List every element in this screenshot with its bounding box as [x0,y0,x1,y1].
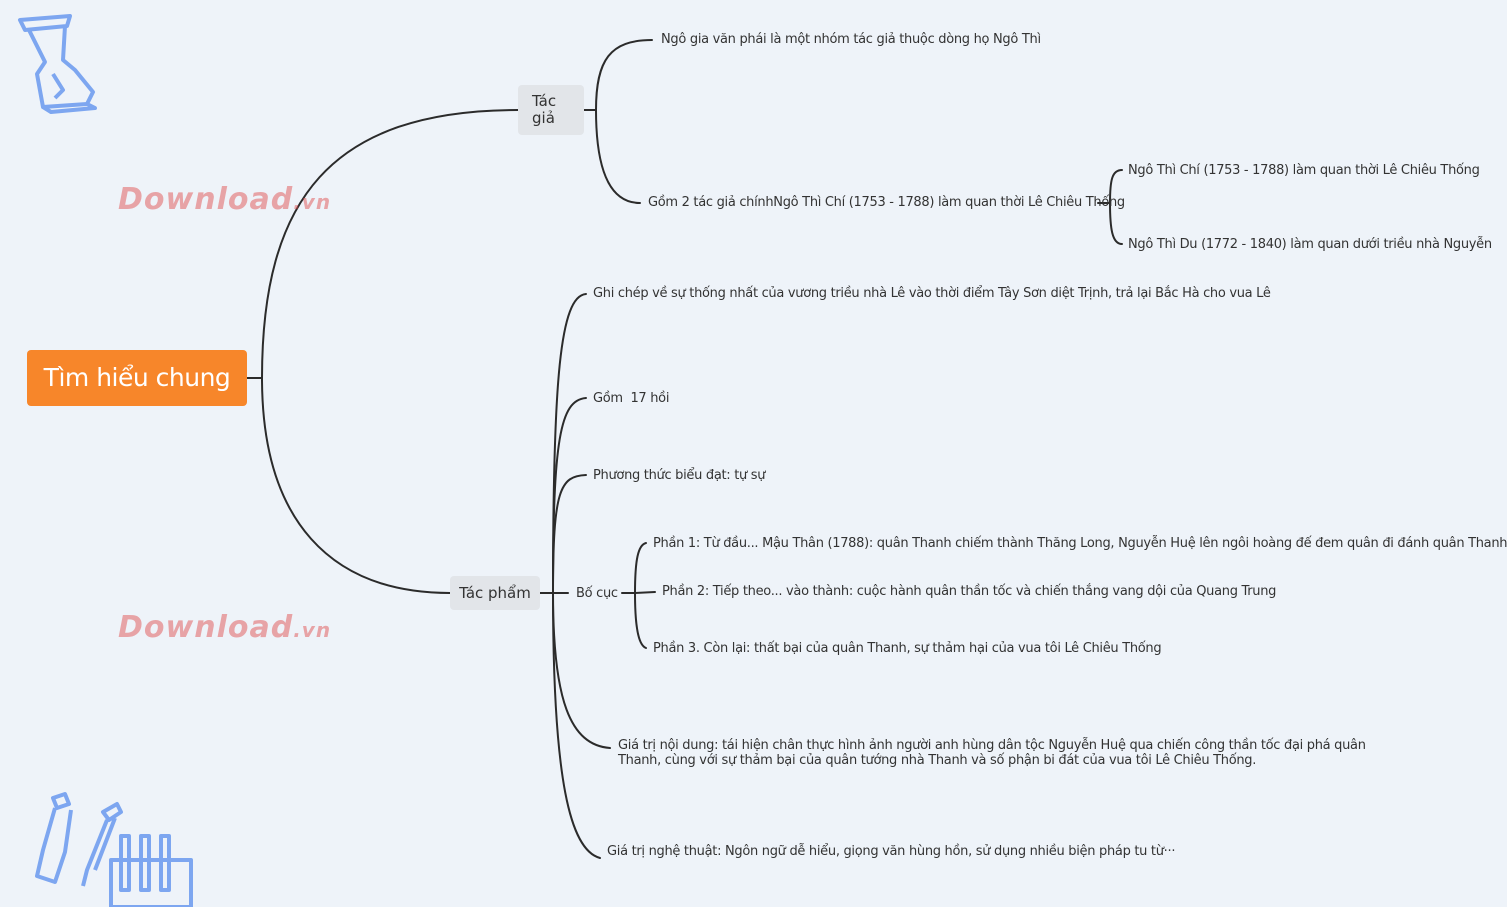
lab-tools-icon [35,792,193,907]
tac-pham-item-5[interactable]: Giá trị nghệ thuật: Ngôn ngữ dễ hiểu, gi… [607,844,1176,859]
branch-tac-gia[interactable]: Tác giả [518,85,584,135]
tac-pham-item-4[interactable]: Giá trị nội dung: tái hiện chân thực hìn… [618,738,1366,768]
branch-tac-pham[interactable]: Tác phẩm [450,576,540,610]
tac-gia-item-2[interactable]: Gồm 2 tác giả chínhNgô Thì Chí (1753 - 1… [648,195,1125,210]
bo-cuc-part-3[interactable]: Phần 3. Còn lại: thất bại của quân Thanh… [653,641,1162,656]
tac-pham-item-1[interactable]: Ghi chép về sự thống nhất của vương triề… [593,286,1271,301]
watermark-domain: .vn [293,190,332,214]
branch-tac-gia-label: Tác giả [532,92,557,127]
bo-cuc-part-2[interactable]: Phần 2: Tiếp theo... vào thành: cuộc hàn… [662,584,1277,599]
root-node[interactable]: Tìm hiểu chung [27,350,247,406]
watermark-text: Download [118,610,294,645]
watermark-text: Download [118,182,294,217]
tac-gia-sub-item-2[interactable]: Ngô Thì Du (1772 - 1840) làm quan dưới t… [1128,237,1492,252]
watermark-domain: .vn [293,618,332,642]
watermark-bottom: Download.vn [118,610,331,645]
tac-gia-sub-item-1[interactable]: Ngô Thì Chí (1753 - 1788) làm quan thời … [1128,163,1480,178]
tac-pham-bo-cuc[interactable]: Bố cục [576,586,618,601]
tac-pham-item-3[interactable]: Phương thức biểu đạt: tự sự [593,468,766,483]
bo-cuc-part-1[interactable]: Phần 1: Từ đầu... Mậu Thân (1788): quân … [653,536,1507,551]
tac-pham-item-2[interactable]: Gồm 17 hồi [593,391,670,406]
hourglass-icon [18,14,97,114]
tac-gia-item-1[interactable]: Ngô gia văn phái là một nhóm tác giả thu… [661,32,1041,47]
branch-tac-pham-label: Tác phẩm [459,584,531,602]
watermark-top: Download.vn [118,182,331,217]
